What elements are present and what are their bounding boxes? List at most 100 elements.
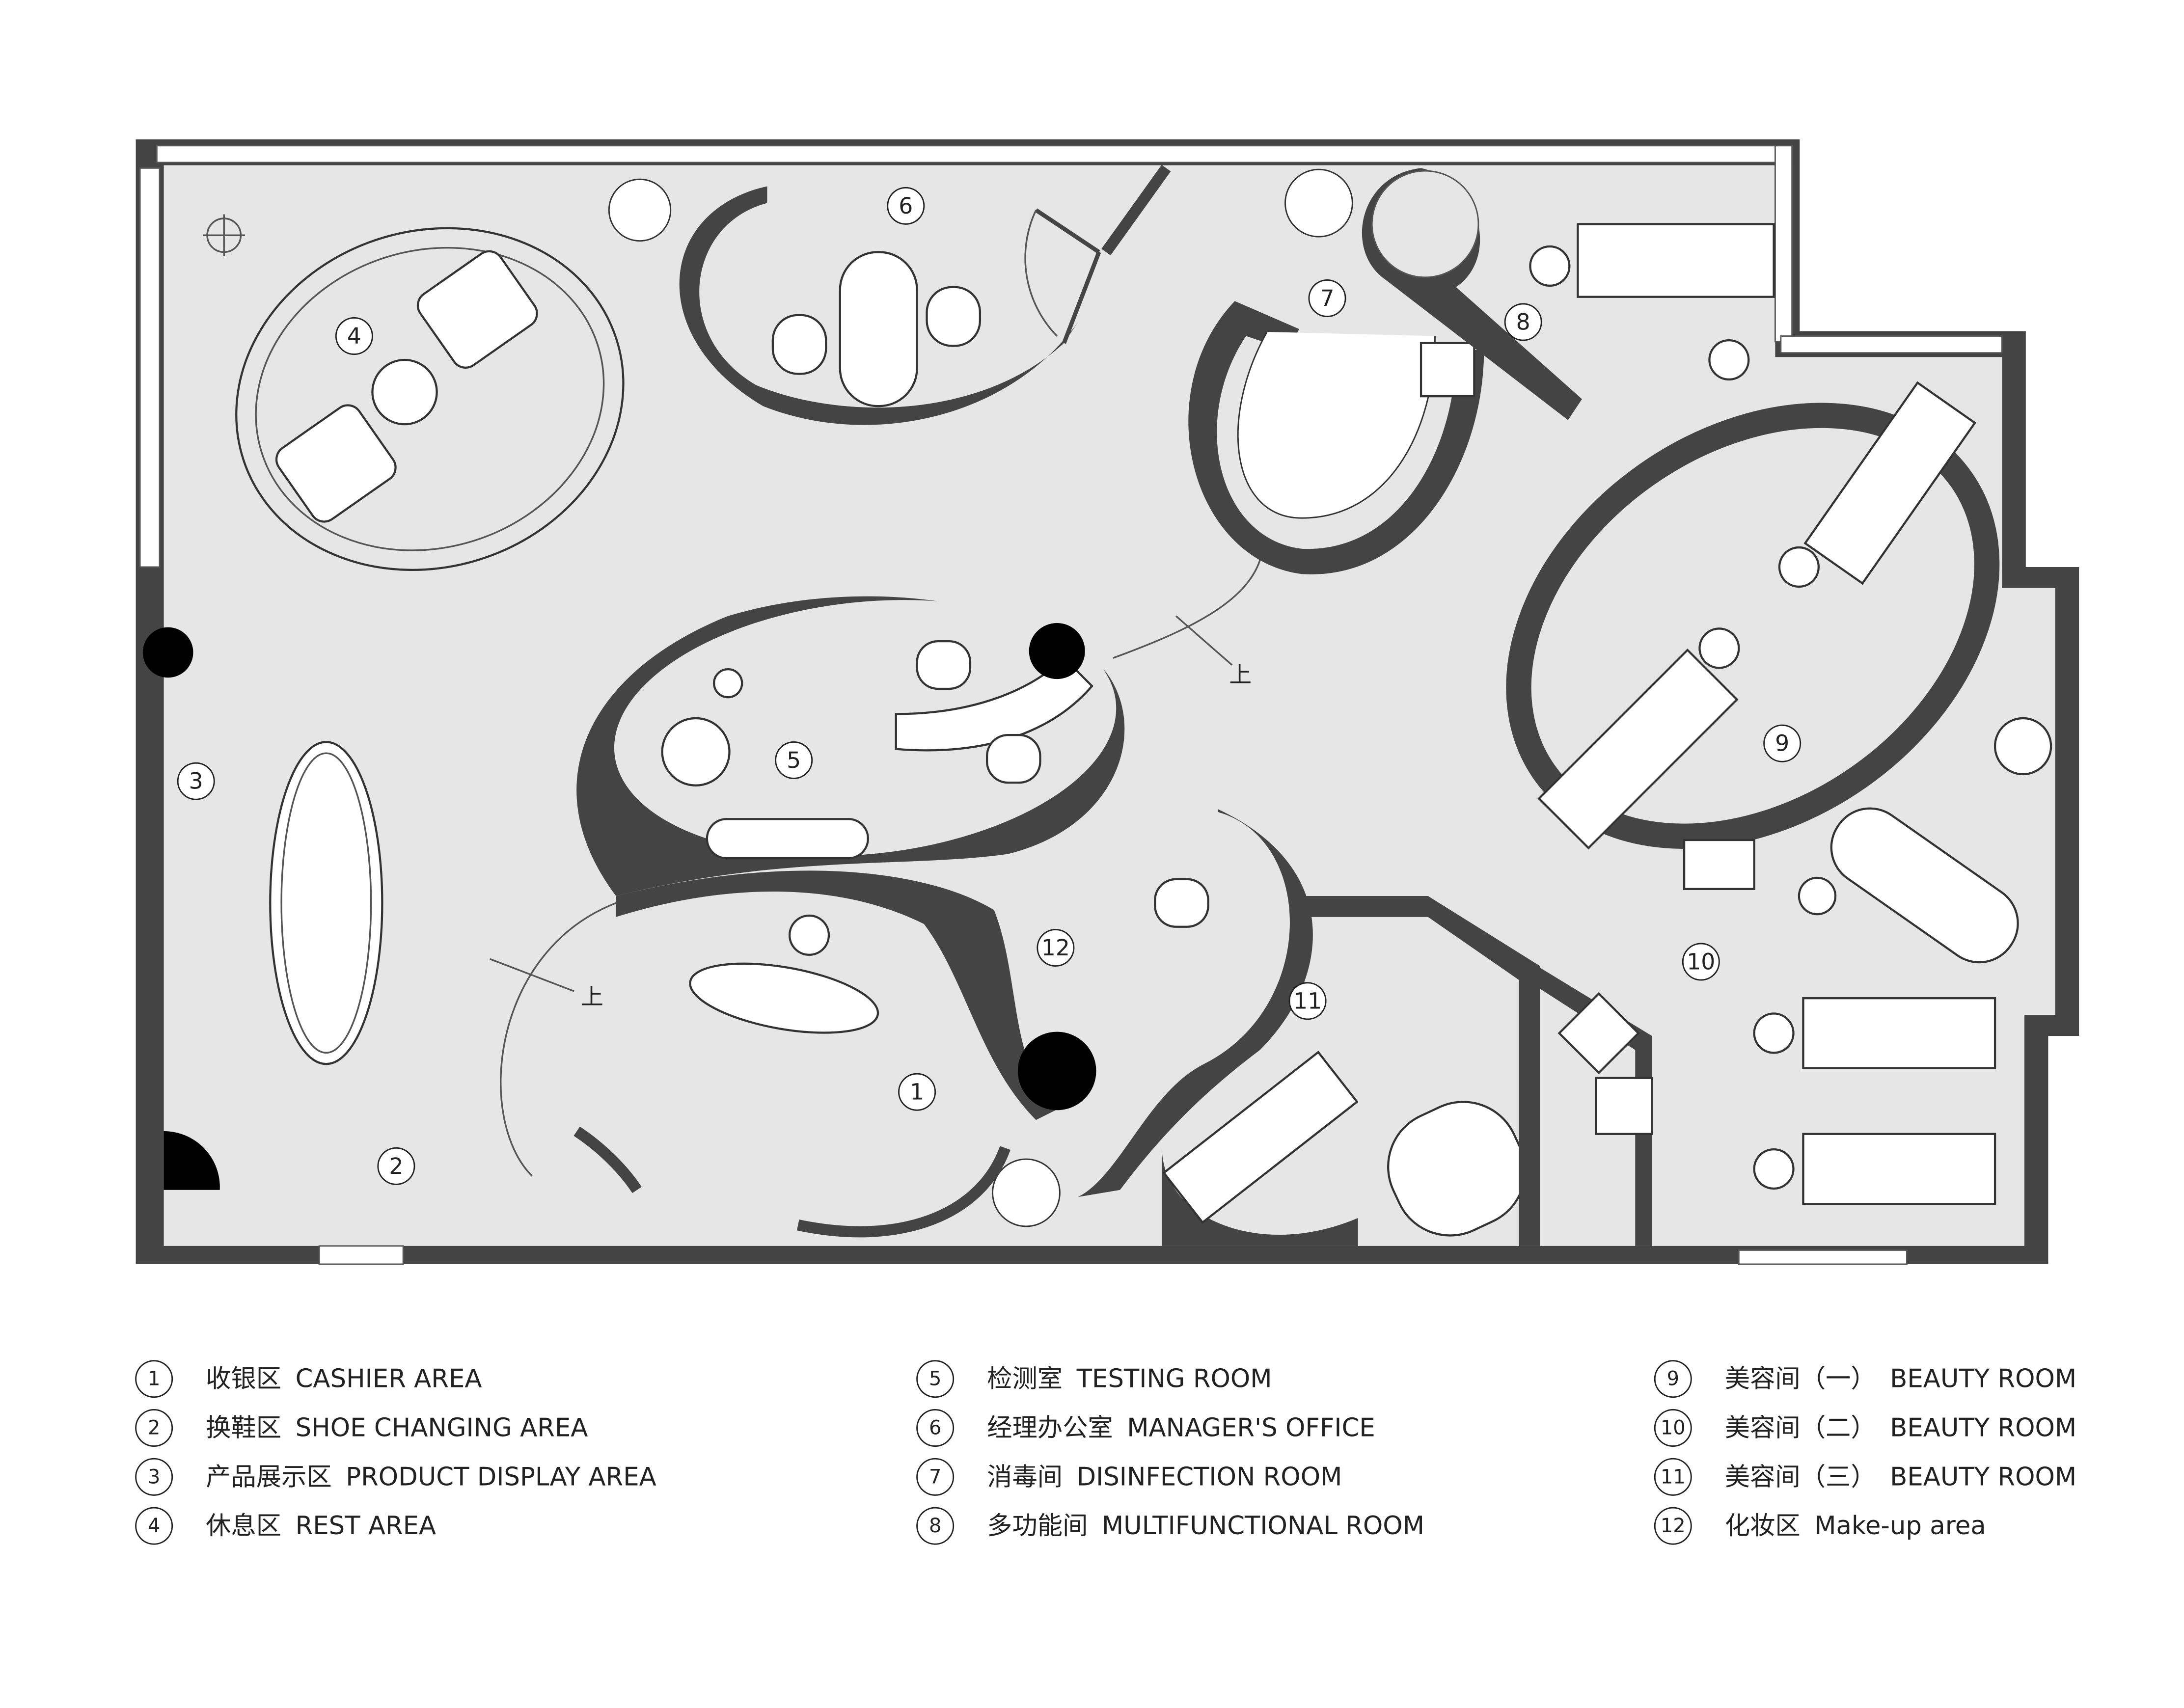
legend-label-cn: 消毒间 [987,1462,1063,1491]
legend-item: 8 多功能间 MULTIFUNCTIONAL ROOM [916,1507,1424,1545]
legend-item: 6 经理办公室 MANAGER'S OFFICE [916,1409,1375,1447]
legend-label-en: CASHIER AREA [296,1364,482,1394]
legend-label-cn: 美容间（三） [1725,1462,1876,1491]
legend-number-circle [1654,1507,1692,1545]
manager-office [679,164,1171,425]
svg-text:1: 1 [910,1079,924,1105]
legend-label-cn: 收银区 [206,1364,281,1394]
legend-number-circle [916,1409,955,1447]
legend-label-cn: 经理办公室 [987,1413,1113,1443]
rest-area [203,214,625,571]
legend-number-circle [1654,1360,1692,1398]
legend-number-circle [916,1458,955,1496]
legend-number: 3 [148,1465,160,1488]
legend-label-en: Make-up area [1814,1511,1986,1541]
stair-label: 上 [581,984,603,1010]
legend-number: 7 [929,1465,941,1488]
legend-label-en: SHOE CHANGING AREA [296,1413,588,1443]
legend-number-circle [135,1507,173,1545]
room-marker-2: 2 [377,1147,415,1185]
svg-text:3: 3 [189,768,203,794]
legend-number: 2 [148,1417,160,1439]
room-marker-6: 6 [887,187,925,225]
legend-number-circle [916,1360,955,1398]
legend-item: 5 检测室 TESTING ROOM [916,1360,1272,1398]
svg-text:6: 6 [899,193,913,219]
disinfection-room [1188,301,1484,574]
legend-number: 11 [1661,1465,1686,1488]
legend-label-en: PRODUCT DISPLAY AREA [346,1462,656,1491]
svg-text:7: 7 [1320,285,1334,311]
legend-label-cn: 检测室 [987,1364,1063,1394]
product-display [142,627,383,1190]
room-markers: 1 2 3 4 5 6 7 8 9 10 11 12 [177,187,1802,1185]
svg-text:8: 8 [1516,309,1530,335]
legend-number-circle [1654,1409,1692,1447]
legend-number: 1 [148,1368,160,1390]
legend-label-cn: 多功能间 [987,1511,1088,1541]
legend-number: 8 [929,1515,941,1537]
legend-label-cn: 产品展示区 [206,1462,332,1491]
legend-label-cn: 化妆区 [1725,1511,1801,1541]
legend-number: 10 [1661,1417,1686,1439]
legend-label-cn: 美容间（二） [1725,1413,1876,1443]
legend-number: 9 [1667,1368,1679,1390]
svg-text:11: 11 [1293,988,1322,1014]
legend-number: 4 [148,1515,160,1537]
room-marker-8: 8 [1504,303,1542,341]
beauty-room-1 [1506,381,2000,890]
armchair [275,404,397,523]
room-marker-7: 7 [1308,279,1346,318]
svg-text:4: 4 [347,323,361,349]
legend-number-circle [135,1409,173,1447]
legend-label-cn: 换鞋区 [206,1413,281,1443]
legend-label-en: BEAUTY ROOM [1890,1462,2076,1491]
plants [608,168,1353,1227]
legend: 1 收银区 CASHIER AREA 2 换鞋区 SHOE CHANGING AREA 3 产… [135,1360,2076,1545]
legend-label-cn: 美容间（一） [1725,1364,1876,1394]
legend-item: 1 收银区 CASHIER AREA [135,1360,482,1398]
makeup-beauty3 [1078,809,1653,1246]
svg-text:5: 5 [787,747,801,773]
legend-label-en: BEAUTY ROOM [1890,1413,2076,1443]
legend-label-en: REST AREA [296,1511,437,1541]
room-marker-5: 5 [775,741,813,779]
room-marker-4: 4 [335,317,373,355]
cashier-area [500,870,1096,1238]
legend-number: 6 [929,1417,941,1439]
legend-label-en: TESTING ROOM [1076,1364,1272,1394]
legend-label-en: BEAUTY ROOM [1890,1364,2076,1394]
testing-room [576,596,1125,896]
stair-label: 上 [1229,662,1252,688]
legend-label-en: MANAGER'S OFFICE [1127,1413,1375,1443]
legend-item: 10 美容间（二） BEAUTY ROOM [1654,1409,2076,1447]
legend-item: 9 美容间（一） BEAUTY ROOM [1654,1360,2076,1398]
multifunctional-room [1362,168,1775,420]
room-marker-10: 10 [1682,943,1720,981]
stairs: 上 上 [490,560,1261,1010]
room-marker-1: 1 [898,1073,936,1111]
legend-item: 11 美容间（三） BEAUTY ROOM [1654,1458,2076,1496]
armchair [416,250,538,369]
legend-number-circle [135,1360,173,1398]
legend-item: 7 消毒间 DISINFECTION ROOM [916,1458,1342,1496]
side-table [371,358,438,426]
legend-number-circle [916,1507,955,1545]
room-marker-3: 3 [177,762,215,800]
legend-label-en: MULTIFUNCTIONAL ROOM [1102,1511,1424,1541]
legend-label-en: DISINFECTION ROOM [1077,1462,1342,1491]
svg-text:2: 2 [389,1153,403,1179]
legend-item: 4 休息区 REST AREA [135,1507,437,1545]
beauty-room-2 [1753,717,2052,1205]
room-marker-12: 12 [1037,929,1075,967]
legend-number-circle [1654,1458,1692,1496]
svg-text:12: 12 [1041,935,1070,961]
legend-number: 5 [929,1368,941,1390]
legend-number-circle [135,1458,173,1496]
legend-label-cn: 休息区 [206,1511,281,1541]
svg-text:9: 9 [1775,731,1789,757]
legend-item: 3 产品展示区 PRODUCT DISPLAY AREA [135,1458,656,1496]
room-marker-11: 11 [1288,982,1327,1020]
